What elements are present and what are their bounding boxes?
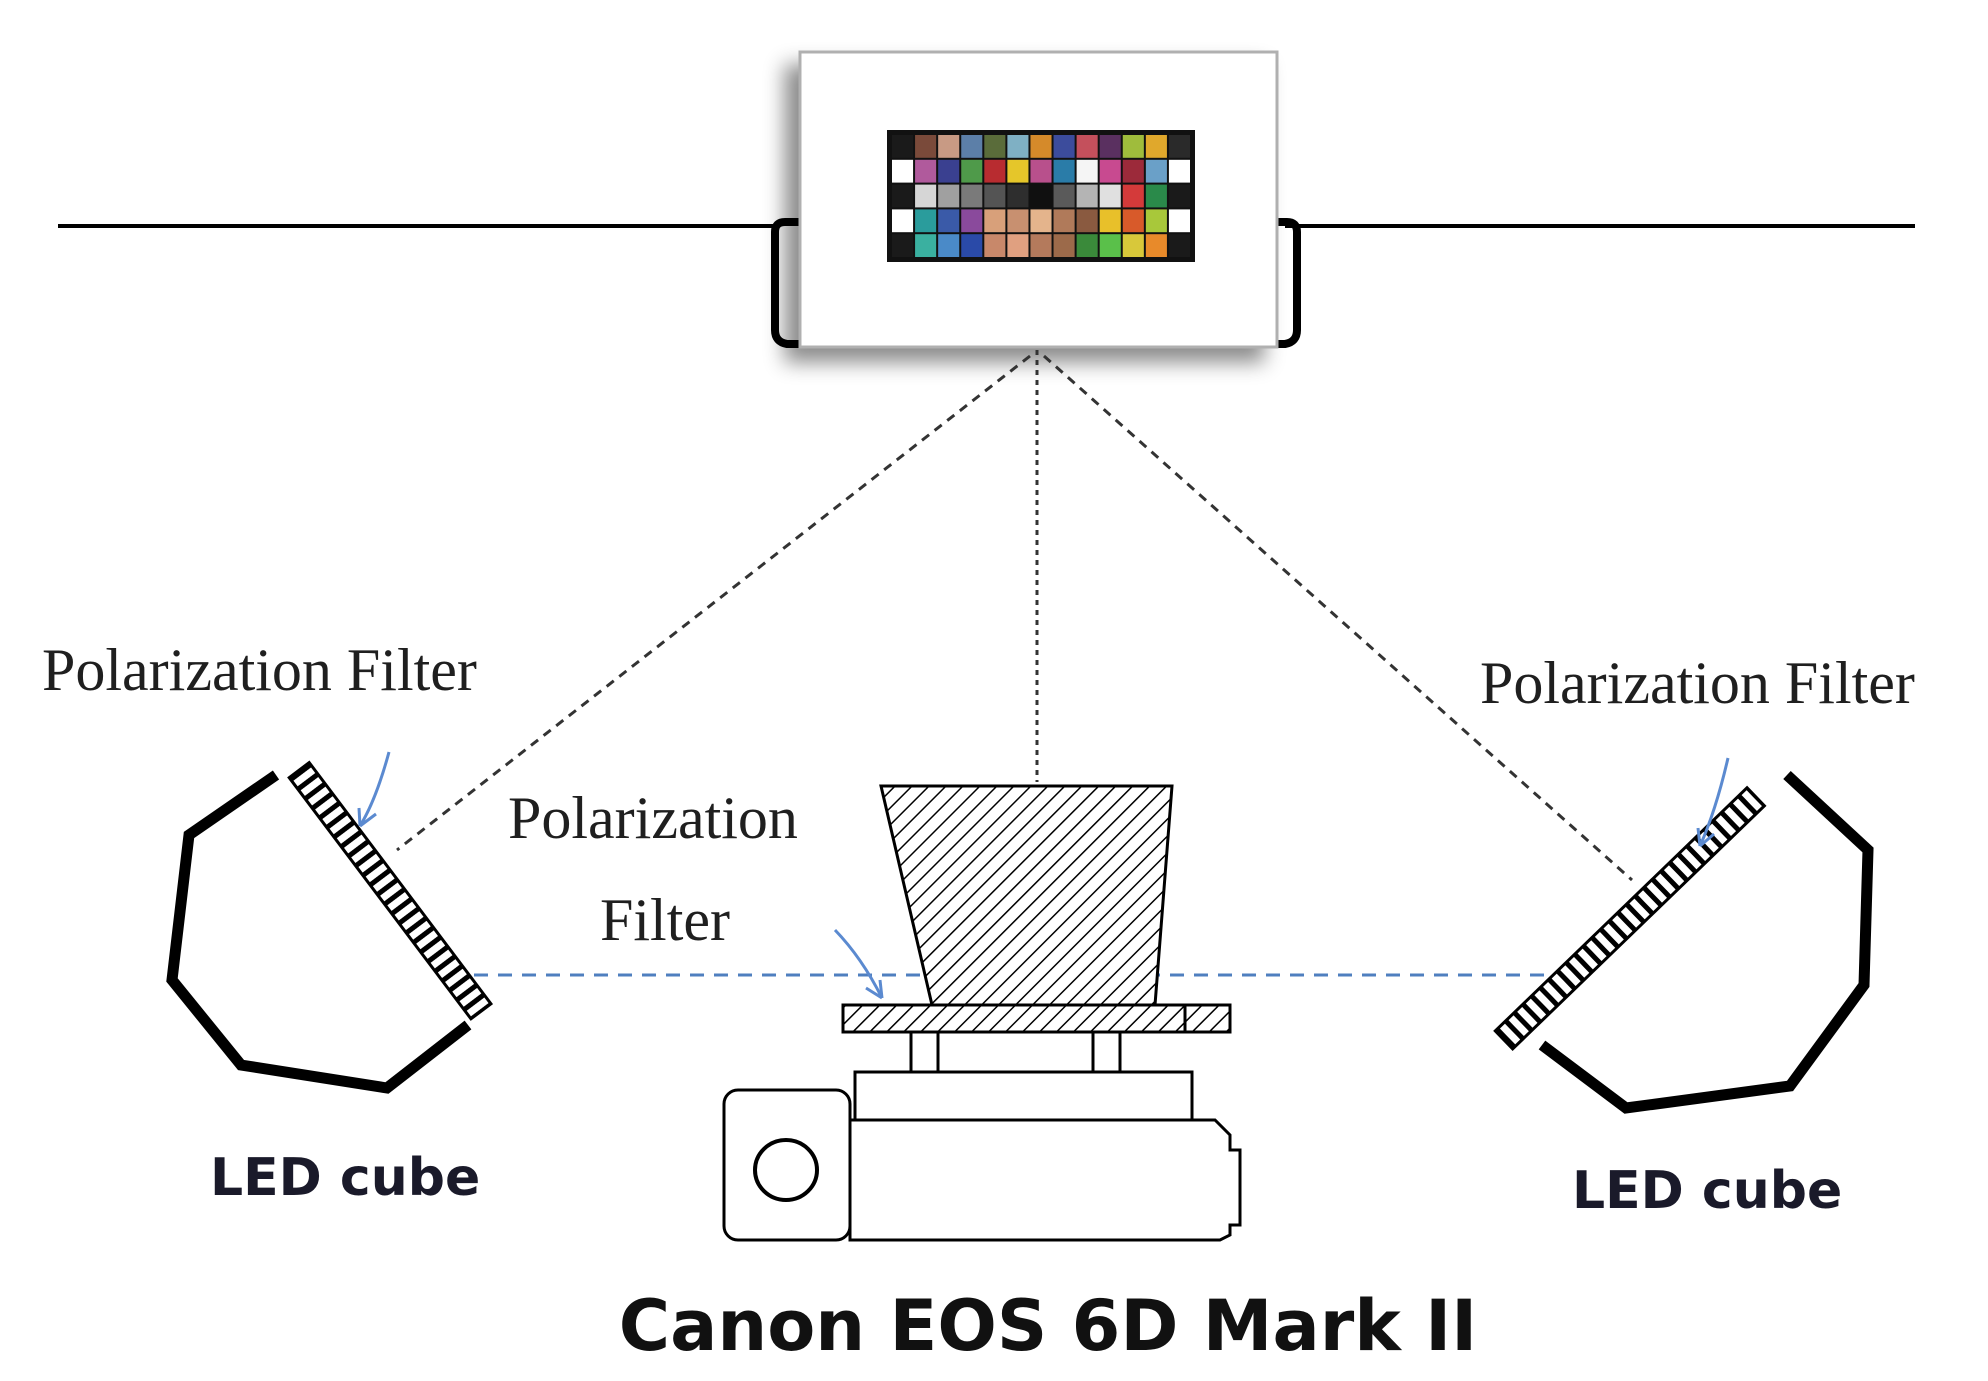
color-patch xyxy=(1076,135,1098,158)
color-patch xyxy=(1122,184,1144,208)
color-patch xyxy=(961,184,983,208)
color-patch xyxy=(1145,159,1167,183)
color-patch xyxy=(915,209,937,233)
color-patch xyxy=(1122,234,1144,257)
color-patch xyxy=(1168,234,1190,257)
color-patch xyxy=(892,159,914,183)
color-patch xyxy=(984,209,1006,233)
label-led-left: LED cube xyxy=(210,1148,480,1208)
color-patch xyxy=(1099,184,1121,208)
arrow-center-filter-icon xyxy=(833,928,884,1000)
color-patch xyxy=(938,135,960,158)
color-patch xyxy=(1168,159,1190,183)
label-camera: Canon EOS 6D Mark II xyxy=(619,1285,1477,1367)
color-patch xyxy=(1168,184,1190,208)
color-patch xyxy=(1030,184,1052,208)
color-patch xyxy=(1076,184,1098,208)
color-patch xyxy=(961,135,983,158)
label-filter-right: Polarization Filter xyxy=(1480,650,1915,716)
color-patch xyxy=(984,135,1006,158)
color-patch xyxy=(1076,159,1098,183)
color-patch xyxy=(1122,159,1144,183)
color-patch xyxy=(984,184,1006,208)
arrow-right-filter-icon xyxy=(1696,757,1730,848)
camera-top-plate xyxy=(853,1070,1194,1122)
color-patch xyxy=(1030,159,1052,183)
color-patch xyxy=(915,159,937,183)
color-patch xyxy=(1168,209,1190,233)
color-patch xyxy=(938,184,960,208)
color-patch xyxy=(984,159,1006,183)
color-patch xyxy=(892,184,914,208)
color-patch xyxy=(892,135,914,158)
label-led-right: LED cube xyxy=(1572,1161,1842,1221)
color-patch xyxy=(1007,234,1029,257)
label-filter-center-line1: Polarization xyxy=(508,785,798,851)
color-patch xyxy=(1099,159,1121,183)
color-patch xyxy=(1168,135,1190,158)
color-patch xyxy=(1053,184,1075,208)
color-patch xyxy=(1145,234,1167,257)
color-patch xyxy=(1053,209,1075,233)
sight-line-right xyxy=(1043,354,1633,882)
color-patch xyxy=(1122,209,1144,233)
color-patch xyxy=(1099,234,1121,257)
led-cube-right-filter xyxy=(1493,785,1767,1052)
color-patch xyxy=(938,159,960,183)
lens-post-left xyxy=(909,1030,940,1074)
color-patch xyxy=(1030,234,1052,257)
color-checker-target xyxy=(887,130,1195,262)
led-cube-left-body xyxy=(166,770,472,1094)
color-patch xyxy=(961,159,983,183)
color-patch xyxy=(1030,135,1052,158)
color-patch xyxy=(1076,234,1098,257)
color-patch xyxy=(1076,209,1098,233)
color-patch xyxy=(1145,209,1167,233)
color-patch xyxy=(892,209,914,233)
color-patch xyxy=(1007,209,1029,233)
color-patch xyxy=(1122,135,1144,158)
camera-lens-circle xyxy=(753,1138,819,1202)
color-patch xyxy=(938,209,960,233)
lens-hood xyxy=(879,784,1174,1007)
color-patch xyxy=(961,234,983,257)
color-patch xyxy=(984,234,1006,257)
color-patch xyxy=(1053,135,1075,158)
color-patch xyxy=(915,184,937,208)
led-cube-right-body xyxy=(1538,770,1874,1114)
color-patch xyxy=(1145,184,1167,208)
led-cube-left-filter xyxy=(287,760,494,1021)
sight-line-left xyxy=(396,354,1031,852)
lens-filter-plate xyxy=(841,1003,1232,1034)
color-patch xyxy=(938,234,960,257)
label-filter-center-line2: Filter xyxy=(600,887,730,953)
lens-post-right xyxy=(1091,1030,1122,1074)
color-patch xyxy=(892,234,914,257)
color-patch xyxy=(1007,159,1029,183)
arrow-left-filter-icon xyxy=(357,751,391,828)
color-patch xyxy=(961,209,983,233)
color-patch xyxy=(1030,209,1052,233)
color-patch xyxy=(915,234,937,257)
color-patch xyxy=(1053,234,1075,257)
color-patch xyxy=(1145,135,1167,158)
color-patch xyxy=(1007,135,1029,158)
color-patch xyxy=(1099,135,1121,158)
color-patch xyxy=(1099,209,1121,233)
color-patch xyxy=(1007,184,1029,208)
color-patch xyxy=(1053,159,1075,183)
camera-body xyxy=(848,1118,1242,1242)
label-filter-left: Polarization Filter xyxy=(42,637,477,703)
color-patch xyxy=(915,135,937,158)
